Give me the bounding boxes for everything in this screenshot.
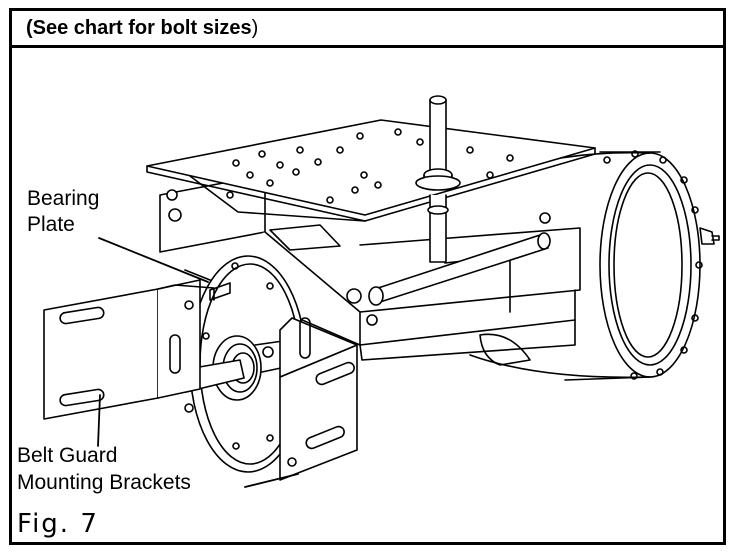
bearing-plate-label-line1: Bearing	[27, 187, 100, 210]
instruction-header: (See chart for bolt sizes)	[12, 11, 723, 48]
header-bold-text: (See chart for bolt sizes	[26, 17, 252, 39]
motor-housing	[469, 150, 720, 381]
bearing-plate-label-line2: Plate	[27, 213, 75, 236]
adjustment-bolt	[415, 95, 461, 263]
bearing-plate-leader-line	[98, 237, 209, 283]
left-mounting-bracket	[43, 279, 215, 420]
belt-guard-label-line1: Belt Guard	[17, 444, 118, 467]
top-plate	[146, 119, 596, 222]
belt-guard-bracket-leader-line-right	[244, 473, 299, 488]
right-mounting-bracket	[279, 317, 358, 481]
figure-caption: Fig. 7	[17, 509, 99, 539]
belt-guard-bracket-leader-line-left	[97, 394, 101, 447]
belt-guard-label-line2: Mounting Brackets	[17, 471, 191, 494]
horizontal-rod	[166, 189, 551, 326]
header-trailing-text: )	[251, 17, 259, 39]
